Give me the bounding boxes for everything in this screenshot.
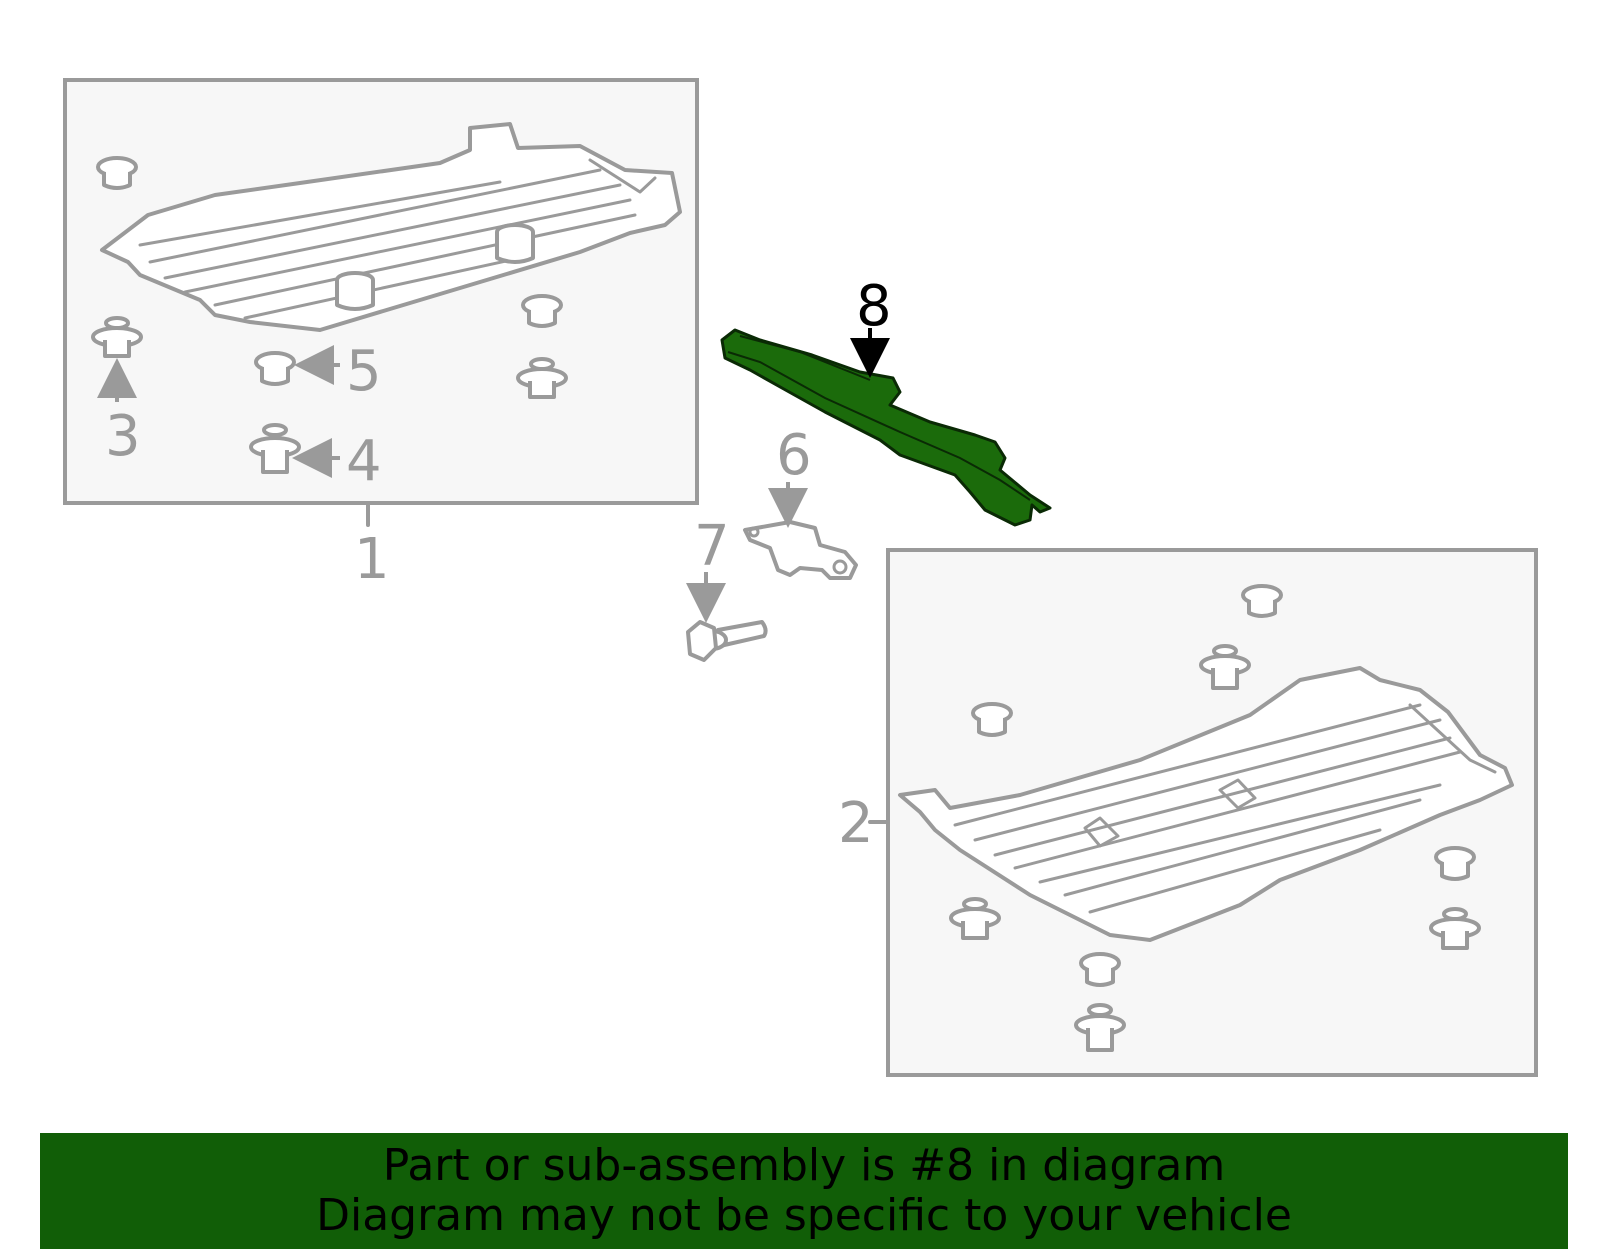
nut-icon (91, 316, 143, 358)
nut-icon (249, 423, 301, 474)
panel-part-2 (886, 548, 1538, 1077)
callout-8: 8 (856, 274, 892, 339)
clip-icon (971, 702, 1013, 737)
clip-icon (1241, 584, 1283, 618)
bracket-icon (743, 520, 858, 580)
panel-part-1: 3 5 4 (63, 78, 699, 505)
clip-icon (254, 351, 296, 386)
nut-icon (516, 357, 568, 399)
under-cover-rear (898, 666, 1514, 942)
callout-4: 4 (346, 429, 382, 494)
bolt-icon (686, 620, 768, 662)
under-cover-front (100, 122, 682, 332)
banner-line-2: Diagram may not be specific to your vehi… (316, 1190, 1292, 1241)
banner-line-1: Part or sub-assembly is #8 in diagram (382, 1140, 1226, 1191)
clip-icon (96, 156, 138, 190)
info-banner: Part or sub-assembly is #8 in diagram Di… (40, 1133, 1568, 1249)
clip-icon (1434, 846, 1476, 881)
nut-icon (949, 897, 1001, 940)
nut-icon (1429, 907, 1481, 950)
nut-icon (1199, 644, 1251, 690)
callout-7: 7 (694, 514, 730, 579)
callout-1: 1 (354, 527, 390, 592)
callout-3: 3 (105, 404, 141, 469)
clip-icon (1079, 952, 1121, 987)
nut-icon (1074, 1003, 1126, 1052)
callout-5: 5 (346, 339, 382, 404)
callout-6: 6 (776, 423, 812, 488)
clip-icon (521, 294, 563, 328)
highlighted-part-8 (720, 328, 1052, 527)
callout-2: 2 (838, 791, 874, 856)
